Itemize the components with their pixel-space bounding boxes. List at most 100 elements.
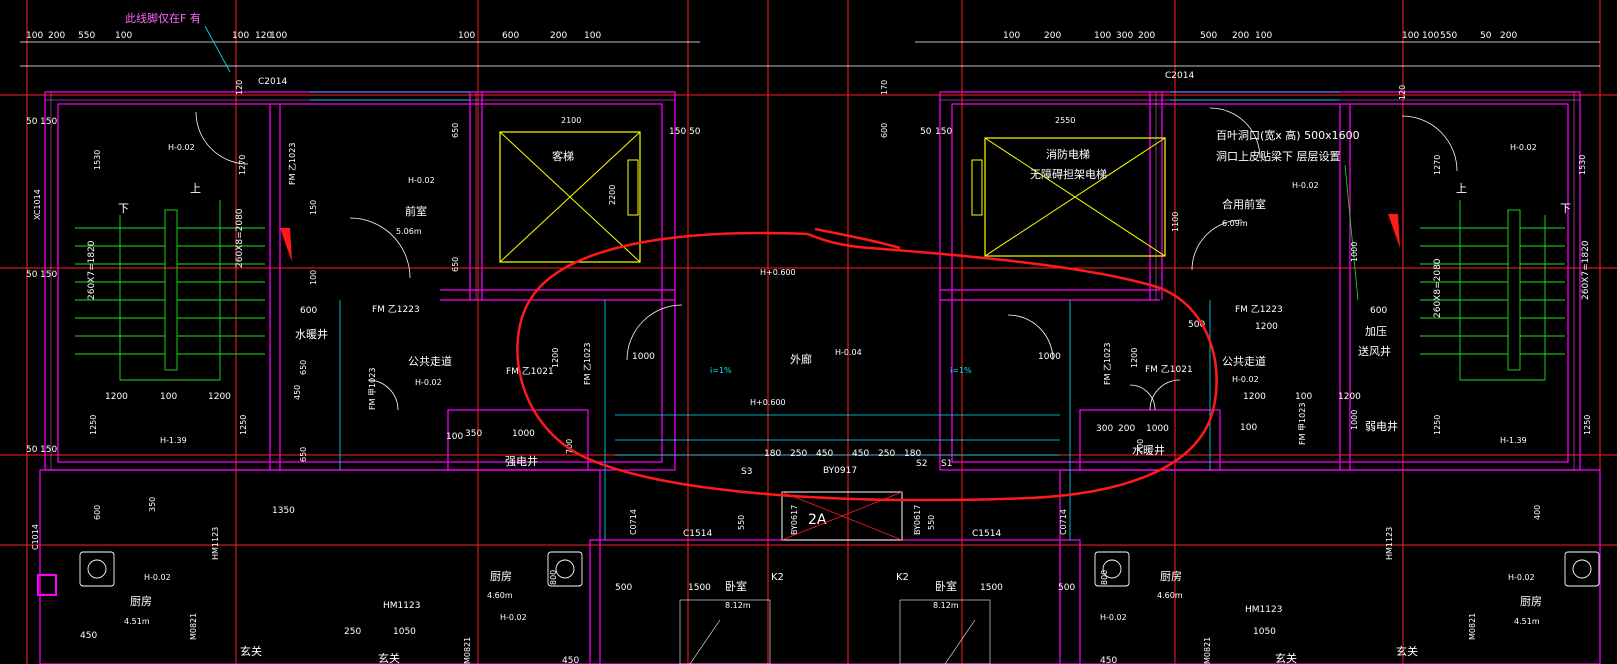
label-door_codes-c1014: XC1014 (33, 189, 42, 220)
elev-kitchen-c: H-0.02 (1100, 613, 1127, 622)
label-dims_top_right-10: 550 (1440, 31, 1457, 41)
kitchen-c: 厨房 (1160, 570, 1182, 583)
label-dims-d1530: 1530 (93, 150, 102, 170)
label-dims-d450: 450 (293, 385, 302, 400)
label-door_codes-by3: BY0617 (913, 505, 922, 535)
elevator-fire: 消防电梯 无障碍担架电梯 (971, 137, 1166, 257)
elev-stair-right: H-0.02 (1510, 143, 1537, 152)
label-dims-d500: 500 (1188, 320, 1205, 330)
elevator-passenger-label: 客梯 (552, 149, 574, 163)
label-dims_top_left-8: 600 (502, 31, 519, 41)
label-door_codes-fm_i: FM 甲1023 (1298, 403, 1307, 445)
top-dimensions-right: 100 200 100 300 200 500 200 100 100 100 … (1003, 31, 1517, 41)
label-dims-d150: 150 (935, 127, 952, 137)
label-dims-d450: 450 (852, 449, 869, 459)
label-door_codes-c4: C0714 (1059, 509, 1068, 535)
elev-kitchen-d: H-0.02 (1508, 573, 1535, 582)
marker-left (280, 228, 292, 262)
top-note: 此线脚仅在F 有 (125, 11, 201, 25)
bedroom-left: 卧室 (725, 579, 747, 593)
door-codes: FM 乙1223 FM 乙1223 FM 乙1021 FM 乙1021 HM11… (372, 304, 1283, 615)
label-dims-d1000: 1000 (1350, 410, 1359, 430)
elec-shaft-right: 弱电井 (1365, 419, 1398, 433)
entry-left2: 玄关 (378, 651, 400, 664)
label-dims-d450: 450 (816, 449, 833, 459)
stair-left (75, 200, 265, 381)
pressure-shaft-1: 加压 (1365, 325, 1387, 338)
label-door_codes-hm_4: HM1123 (1385, 527, 1394, 560)
magenta-fixture (37, 574, 57, 596)
label-door_codes-m2: M0821 (463, 637, 472, 664)
cyan-lines (310, 91, 1340, 540)
label-dims-d450: 450 (80, 631, 97, 641)
label-dims-d1350: 1350 (272, 506, 295, 516)
label-dims-d1270: 1270 (1433, 155, 1442, 175)
label-dims_top_right-12: 200 (1500, 31, 1517, 41)
label-door_codes-fm_b: FM 乙1023 (583, 343, 592, 385)
bedroom-right-area: 8.12m (933, 601, 959, 610)
room-labels: 前室 5.06m 合用前室 6.09m 公共走道 公共走道 外廊 水暖井 水暖井… (124, 197, 1542, 664)
label-dims_top_right-9: 100 (1422, 31, 1439, 41)
stair-left-up: 上 (190, 182, 201, 195)
kitchen-b-area: 4.60m (487, 591, 513, 600)
bedroom-right: 卧室 (935, 579, 957, 593)
red-markup-circle (516, 227, 1218, 502)
c1: C1514 (683, 529, 712, 539)
elev-landing-left: H-1.39 (160, 436, 187, 445)
label-dims-d500: 500 (615, 583, 632, 593)
label-dims-d100: 100 (1240, 423, 1257, 433)
label-dims_top_left-0: 100 (26, 31, 43, 41)
k2b: K2 (896, 572, 909, 583)
label-dims-d550: 550 (737, 515, 746, 530)
label-dims-d50: 50 (920, 127, 932, 137)
elevation-marks: H-0.02 H-0.02 H-0.02 H-1.39 H-0.04 H+0.6… (144, 143, 1537, 622)
label-dims-d150: 150 (309, 200, 318, 215)
label-dims_top_left-5: 120 (255, 31, 272, 41)
label-dims-d150: 150 (669, 127, 686, 137)
label-dims_top_right-7: 100 (1255, 31, 1272, 41)
label-dims-d120: 120 (235, 80, 244, 95)
label-dims-d1530: 1530 (1578, 155, 1587, 175)
label-dims-d1000: 1000 (632, 352, 655, 362)
louver-note-1: 百叶洞口(宽x 高) 500x1600 (1216, 128, 1360, 142)
entry-right2: 玄关 (1396, 644, 1418, 658)
kitchen-d-area: 4.51m (1514, 617, 1540, 626)
label-dims-d1500: 1500 (980, 583, 1003, 593)
label-dims_top_right-4: 200 (1138, 31, 1155, 41)
louver-leader (1344, 164, 1359, 301)
label-dims-d450: 450 (562, 656, 579, 664)
top-dimensions-left: 100 200 550 100 100 120 100 100 600 200 … (26, 31, 601, 41)
lobby-left-label: 前室 (405, 204, 427, 218)
label-dims_top_left-6: 100 (270, 31, 287, 41)
entry-left: 玄关 (240, 644, 262, 658)
hm-2: HM1123 (1245, 605, 1282, 615)
label-door_codes-fm_a: FM 乙1023 (288, 143, 297, 185)
label-dims-d250: 250 (344, 627, 361, 637)
label-dims_top_left-2: 550 (78, 31, 95, 41)
label-dims-d500: 500 (1058, 583, 1075, 593)
kitchen-a-area: 4.51m (124, 617, 150, 626)
kitchen-fixtures (79, 551, 1600, 587)
label-dims-d150: 150 (40, 117, 57, 127)
elev-kitchen-a: H-0.02 (144, 573, 171, 582)
interior-dimensions: 1200 100 1200 1200 100 1200 2100 2550 60… (80, 116, 1387, 664)
label-dims-d150: 150 (40, 270, 57, 280)
label-dims-d600: 600 (1370, 306, 1387, 316)
label-dims_top_right-8: 100 (1402, 31, 1419, 41)
label-dims-d50: 50 (26, 445, 38, 455)
kitchen-a: 厨房 (130, 595, 152, 608)
outer-corridor-label: 外廊 (790, 352, 812, 366)
fm-d: FM 乙1021 (506, 366, 554, 377)
corridor-left-label: 公共走道 (408, 354, 452, 368)
stair-right-flight-2: 260X8=2080 (1433, 258, 1443, 318)
label-dims-d250: 250 (790, 449, 807, 459)
label-dims-d600: 600 (880, 123, 889, 138)
label-dims-d600: 600 (93, 505, 102, 520)
fm-e: FM 乙1021 (1145, 364, 1193, 375)
label-door_codes-m4: M0821 (1468, 613, 1477, 640)
entry-right: 玄关 (1275, 651, 1297, 664)
stair-right-flight-1: 260X7=1820 (1581, 240, 1591, 300)
label-dims-d1000: 1000 (1350, 242, 1359, 262)
label-dims-d50: 50 (26, 270, 38, 280)
label-dims_top_right-6: 200 (1232, 31, 1249, 41)
